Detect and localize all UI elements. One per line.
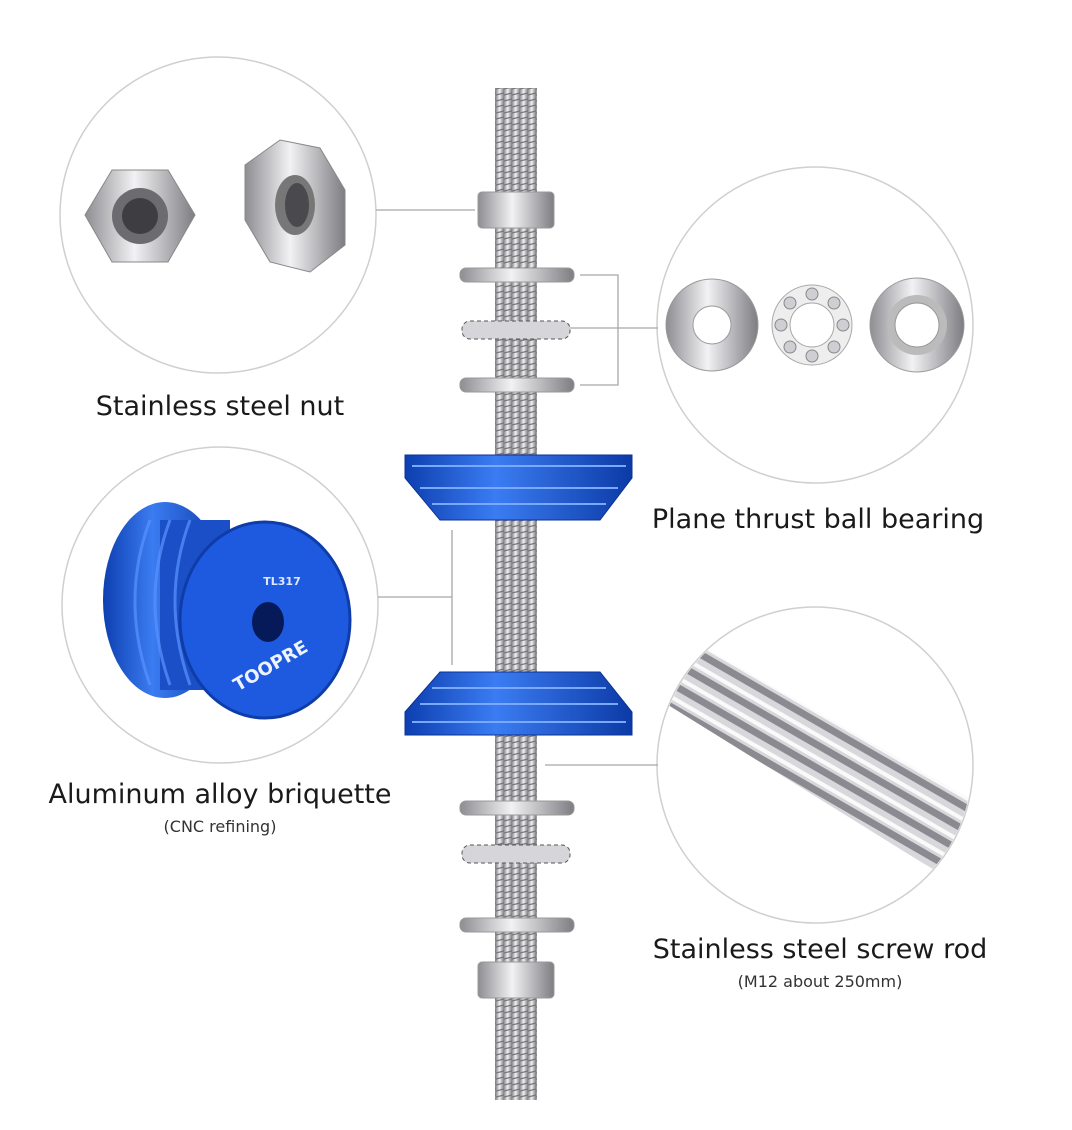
hex-nut-image	[84, 139, 346, 273]
nut-detail-circle	[59, 56, 377, 374]
briquette-sublabel: (CNC refining)	[164, 817, 277, 836]
briquette-image: TL317 TOOPRE	[103, 502, 352, 720]
leader-lines	[376, 209, 658, 766]
part-model-marking: TL317	[263, 575, 300, 588]
rod-sublabel: (M12 about 250mm)	[738, 972, 903, 991]
thrust-bearing-image	[665, 277, 965, 373]
rod-label: Stainless steel screw rod	[653, 934, 988, 965]
screw-rod-closeup-image	[660, 645, 972, 880]
assembly-image	[404, 88, 633, 1100]
threaded-rod	[495, 88, 537, 1100]
nut-label: Stainless steel nut	[96, 391, 344, 422]
briquette-label: Aluminum alloy briquette	[48, 779, 391, 810]
bearing-label: Plane thrust ball bearing	[652, 504, 984, 535]
